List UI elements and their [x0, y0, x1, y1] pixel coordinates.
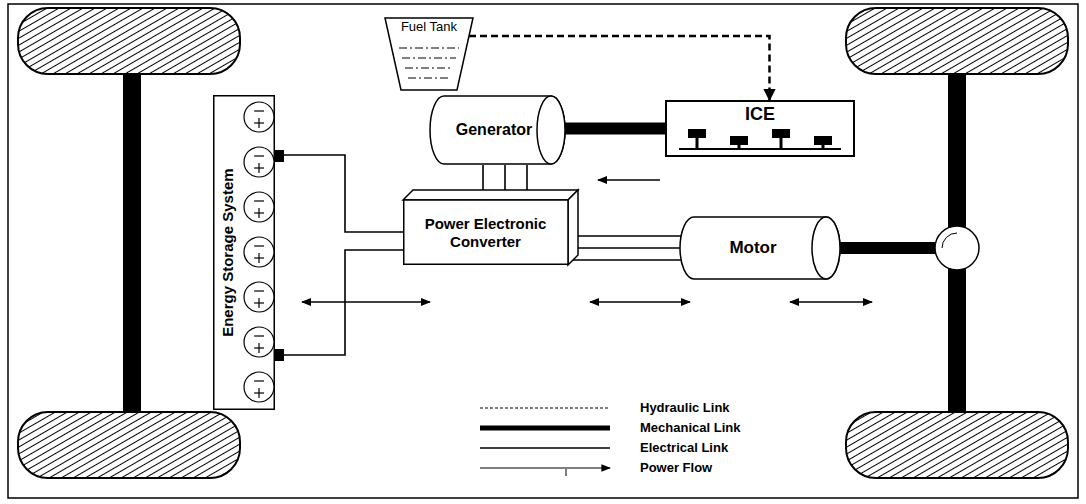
drawing-part [258, 253, 259, 263]
drawing-part [402, 58, 456, 59]
drawing-part [258, 388, 259, 398]
node-label: Fuel Tank [401, 20, 457, 35]
mechanical-sample [480, 426, 610, 431]
node-label: Generator [456, 121, 532, 139]
power-flow-sample [480, 467, 610, 468]
rear-axle [123, 70, 141, 416]
drawing-part [258, 343, 259, 353]
converter-box: Power Electronic Converter [403, 190, 578, 265]
legend-samples [480, 408, 610, 476]
motor-cylinder: Motor [680, 216, 840, 280]
electrical-link [283, 155, 403, 355]
electrical-sample [480, 447, 610, 449]
text-area: Generator [440, 95, 548, 165]
drawing-part [568, 190, 578, 265]
node-label: ICE [745, 104, 775, 125]
tick-mark [566, 469, 567, 476]
differential [942, 233, 957, 248]
drawing-part [258, 298, 259, 308]
drawing-part [404, 200, 568, 264]
battery-terminal [275, 349, 284, 361]
power-flow-sample [480, 468, 610, 476]
drawing-part [537, 96, 565, 164]
drawing-part [408, 78, 450, 79]
battery-pack: Energy Storage System [213, 95, 275, 410]
power-flow-arrow [590, 301, 690, 302]
drawing-part [214, 96, 275, 410]
drawing-part [405, 68, 453, 69]
legend-text: Power Flow [640, 458, 740, 478]
wheel [18, 8, 240, 74]
wheel [846, 412, 1068, 478]
text-area: Power Electronic Converter [403, 200, 568, 265]
drawing-part [254, 245, 264, 246]
drawing-part [430, 96, 565, 164]
drawing-part [385, 18, 473, 90]
motor-shaft [838, 242, 938, 254]
drawing-part [244, 192, 274, 222]
power-flow-arrow [790, 301, 872, 302]
drawing-part [814, 136, 832, 145]
drawing-part [244, 282, 274, 312]
drawing-part [696, 137, 699, 149]
drawing-part [399, 48, 459, 49]
drawing-part [812, 217, 840, 279]
drawing-part [780, 137, 783, 149]
legend: Hydraulic LinkMechanical LinkElectrical … [640, 398, 740, 478]
electrical-sample [480, 448, 610, 449]
text-area: Motor [690, 216, 816, 280]
legend-text: Hydraulic Link [640, 398, 740, 418]
drawing-part [254, 380, 264, 381]
drawing-part [244, 237, 274, 267]
power-flow-arrow [598, 179, 660, 180]
legend-text: Mechanical Link [640, 418, 740, 438]
drawing-part [679, 148, 841, 150]
text-area: Fuel Tank [385, 20, 473, 40]
drawing-part [688, 129, 706, 138]
drawing-part [244, 102, 274, 132]
wheel [846, 8, 1068, 74]
legend-text: Electrical Link [640, 438, 740, 458]
drawing-part [730, 136, 748, 145]
text-area: ICE [665, 102, 855, 126]
drawing-part [258, 118, 259, 128]
drawing-part [244, 147, 274, 177]
differential [935, 226, 979, 270]
hydraulic-sample [480, 408, 610, 409]
drawing-part [258, 163, 259, 173]
engine-box: ICE [665, 100, 855, 157]
drawing-part [254, 200, 264, 201]
drawing-part [403, 190, 578, 200]
hydraulic-link [469, 36, 770, 100]
generator-cylinder: Generator [430, 95, 565, 165]
electrical-link [573, 236, 682, 260]
drawing-part [254, 290, 264, 291]
drawing-part [254, 155, 264, 156]
drawing-part [254, 335, 264, 336]
hydraulic-sample [480, 407, 610, 408]
drawing-part [258, 208, 259, 218]
mechanical-shaft [565, 123, 665, 135]
drawing-part [666, 101, 854, 156]
battery-terminal [275, 150, 284, 162]
node-label: Power Electronic Converter [407, 215, 564, 250]
drawing-part [244, 327, 274, 357]
drawing-part [254, 110, 264, 111]
wheel [18, 412, 240, 478]
power-flow-arrow [302, 301, 430, 302]
drawing-part [680, 217, 840, 279]
fuel-tank: Fuel Tank [385, 18, 473, 90]
drawing-part [772, 129, 790, 138]
frame-border [8, 4, 1078, 498]
node-label: Energy Storage System [218, 168, 235, 336]
mechanical-sample [480, 428, 610, 429]
drawing-part [244, 372, 274, 402]
node-label: Motor [729, 238, 776, 258]
text-area: Energy Storage System [213, 95, 241, 410]
